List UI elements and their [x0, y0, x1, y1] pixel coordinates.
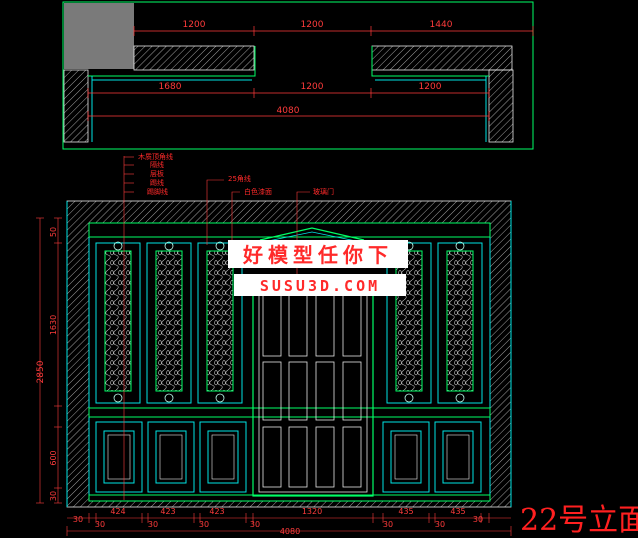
plan-wall-segment [133, 45, 255, 71]
note-angle-line: 25角线 [228, 174, 251, 183]
watermark: 好模型任你下 SUSU3D.COM [228, 240, 408, 296]
plan-dim-total: 4080 [277, 106, 300, 116]
lower-door [95, 421, 482, 493]
bottom-dim: 30 [148, 520, 158, 529]
bottom-dim: 30 [383, 520, 393, 529]
note-skirting: 踢脚线 [147, 187, 168, 196]
plan-dim-top-3: 1440 [430, 20, 453, 30]
drawing-title: 22号立面 [520, 503, 638, 538]
note-crown: 木质顶角线 [138, 152, 173, 161]
damask-panel [104, 250, 474, 392]
elev-dim-lower: 600 [49, 450, 58, 465]
elev-dim-top: 50 [49, 227, 58, 237]
note-divider: 隔线 [150, 160, 164, 169]
plan-grey-block [64, 3, 134, 69]
watermark-bg [228, 240, 408, 268]
watermark-bg [234, 274, 406, 296]
bottom-dim: 30 [435, 520, 445, 529]
bottom-dimension-lines [66, 513, 512, 536]
shelf [88, 407, 491, 418]
bottom-dim: 424 [110, 507, 125, 516]
elevation-view: 木质顶角线 隔线 层板 踢线 踢脚线 25角线 白色漆面 玻璃门 2850 50… [36, 152, 512, 536]
elev-dim-base: 30 [49, 491, 58, 501]
pediment [259, 227, 365, 241]
plan-frame [62, 1, 534, 150]
elev-dim-upper: 1630 [49, 315, 58, 335]
left-dimension-lines [36, 217, 62, 504]
plan-dim-mid-2: 1200 [301, 82, 324, 92]
plan-dim-mid-1: 1680 [159, 82, 182, 92]
plan-dim-top-1: 1200 [183, 20, 206, 30]
note-glass-door: 玻璃门 [313, 187, 334, 196]
elev-height: 2850 [36, 360, 46, 383]
plan-dim-top-2: 1200 [301, 20, 324, 30]
bottom-dim: 435 [450, 507, 465, 516]
plan-wall-segment [371, 45, 513, 71]
note-shelf: 层板 [150, 169, 164, 178]
bottom-dim-total: 4080 [280, 527, 300, 536]
bottom-dim: 423 [160, 507, 175, 516]
note-white-paint: 白色漆面 [244, 187, 272, 196]
plan-dim-mid-3: 1200 [419, 82, 442, 92]
bottom-dim: 30 [73, 515, 83, 524]
bottom-dim: 30 [95, 520, 105, 529]
plan-view: 1200 1200 1440 1680 1200 1200 4080 [62, 1, 534, 150]
bottom-dim: 30 [250, 520, 260, 529]
note-kick: 踢线 [150, 178, 164, 187]
plan-wall-right [488, 69, 514, 143]
watermark-line2: SUSU3D.COM [260, 277, 380, 295]
bottom-dim: 1320 [302, 507, 322, 516]
watermark-line1: 好模型任你下 [242, 243, 393, 267]
bottom-dim: 30 [473, 515, 483, 524]
bottom-dim: 435 [398, 507, 413, 516]
plinth [88, 494, 491, 502]
bottom-dim: 423 [209, 507, 224, 516]
bottom-dim: 30 [199, 520, 209, 529]
plan-wall-left [63, 69, 89, 143]
